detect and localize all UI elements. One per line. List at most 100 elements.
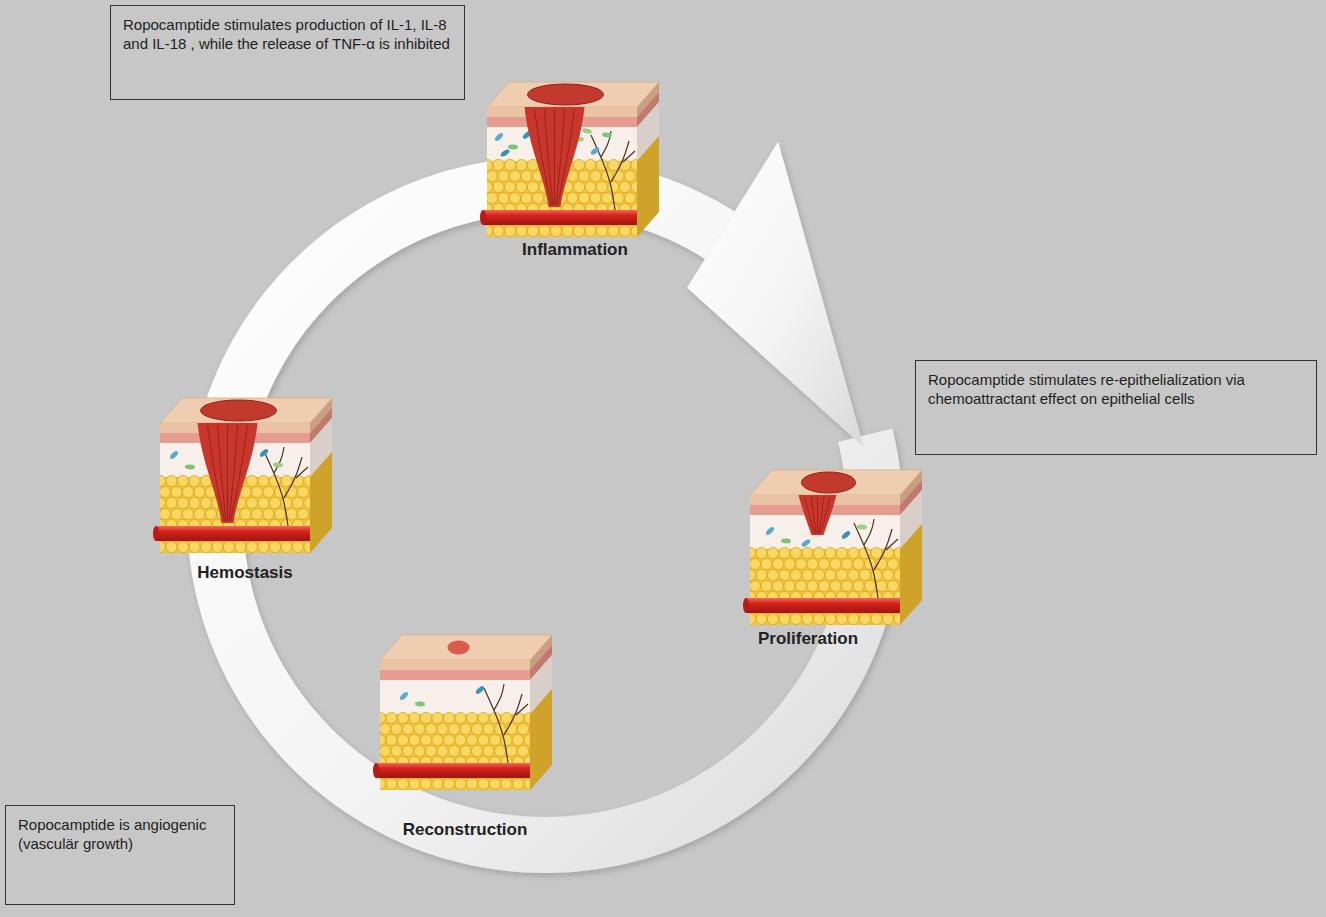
capillary bbox=[484, 688, 508, 763]
fat-cell bbox=[876, 580, 887, 591]
wound-fold bbox=[817, 497, 818, 533]
fat-cell bbox=[487, 181, 493, 192]
block-side bbox=[637, 136, 659, 237]
block-top bbox=[160, 398, 332, 423]
fat-cell bbox=[767, 569, 778, 580]
block-top bbox=[487, 82, 659, 107]
skin-block bbox=[743, 470, 922, 625]
fat-cell bbox=[483, 723, 494, 734]
fat-cell bbox=[848, 569, 859, 580]
fat-cell bbox=[235, 541, 246, 552]
fat-cell bbox=[899, 558, 900, 569]
wound-fold bbox=[227, 425, 228, 521]
fat-cell bbox=[487, 170, 498, 181]
capillary bbox=[611, 141, 629, 182]
fat-cell bbox=[578, 192, 589, 203]
fat-cell bbox=[489, 734, 500, 745]
fat-cell bbox=[596, 225, 607, 236]
fat-cell bbox=[512, 734, 523, 745]
cell bbox=[841, 530, 852, 540]
fat-cell bbox=[573, 181, 584, 192]
fat-cell bbox=[790, 613, 801, 624]
fat-cell bbox=[772, 580, 783, 591]
fat-cell bbox=[578, 170, 589, 181]
fat-cell bbox=[466, 778, 477, 789]
fat-cell bbox=[825, 569, 836, 580]
fat-cell bbox=[512, 778, 523, 789]
fat-cell bbox=[386, 734, 397, 745]
cell bbox=[259, 448, 270, 458]
cell bbox=[857, 524, 867, 530]
scab bbox=[528, 84, 604, 105]
fat-cell bbox=[882, 569, 893, 580]
fat-cell bbox=[790, 547, 801, 558]
fat-cell bbox=[292, 497, 303, 508]
fat-cell bbox=[529, 723, 530, 734]
fat-cell bbox=[756, 569, 767, 580]
fat-cell bbox=[631, 159, 637, 170]
wound-fold bbox=[558, 109, 575, 205]
fat-cell bbox=[887, 558, 898, 569]
fat-cell bbox=[432, 778, 443, 789]
fat-cell bbox=[516, 225, 527, 236]
fat-cell bbox=[409, 734, 420, 745]
vessel-end bbox=[153, 526, 159, 541]
fat-cell bbox=[487, 192, 498, 203]
wound-fold bbox=[535, 109, 552, 205]
fat-cell bbox=[585, 181, 596, 192]
fat-cell bbox=[189, 541, 200, 552]
fat-cell bbox=[171, 508, 182, 519]
fat-cell bbox=[437, 745, 448, 756]
skin-block bbox=[153, 398, 332, 553]
fat-cell bbox=[772, 558, 783, 569]
fat-cell bbox=[171, 486, 182, 497]
fat-cell bbox=[460, 723, 471, 734]
scab bbox=[802, 472, 856, 493]
fat-cell bbox=[166, 497, 177, 508]
wound bbox=[799, 495, 837, 535]
fat-cell bbox=[258, 497, 269, 508]
fat-cell bbox=[160, 475, 166, 486]
fat-cell bbox=[309, 486, 310, 497]
fat-cell bbox=[790, 569, 801, 580]
fat-cell bbox=[585, 225, 596, 236]
callout-box: Ropocamptide stimulates production of IL… bbox=[110, 5, 465, 100]
fat-cell bbox=[848, 613, 859, 624]
fat-cell bbox=[532, 192, 543, 203]
fat-cell bbox=[205, 508, 216, 519]
fat-cell bbox=[309, 508, 310, 519]
capillary bbox=[264, 451, 288, 526]
fat-cell bbox=[246, 541, 257, 552]
fat-cell bbox=[177, 497, 188, 508]
block-layer bbox=[380, 714, 530, 790]
fat-cell bbox=[177, 475, 188, 486]
fat-cell bbox=[590, 192, 601, 203]
fat-cell bbox=[487, 159, 493, 170]
fat-cell bbox=[489, 778, 500, 789]
fat-cell bbox=[529, 745, 530, 756]
fat-cell bbox=[471, 745, 482, 756]
capillary bbox=[864, 519, 874, 545]
capillary bbox=[296, 467, 308, 478]
fat-cell bbox=[493, 159, 504, 170]
fat-cell bbox=[380, 712, 386, 723]
fat-cell bbox=[263, 486, 274, 497]
fat-cell bbox=[871, 613, 882, 624]
capillary bbox=[504, 694, 522, 735]
fat-cell bbox=[297, 486, 308, 497]
fat-cell bbox=[304, 497, 310, 508]
fat-cell bbox=[200, 541, 211, 552]
fat-cell bbox=[420, 712, 431, 723]
fat-cell bbox=[478, 734, 489, 745]
fat-cell bbox=[550, 225, 561, 236]
fat-cell bbox=[504, 159, 515, 170]
callout-text: Ropocamptide is angiogenic (vasculär gro… bbox=[18, 815, 222, 853]
wound bbox=[198, 423, 258, 523]
fat-cell bbox=[437, 723, 448, 734]
cell bbox=[582, 127, 593, 134]
blood-vessel bbox=[746, 598, 900, 613]
healed-spot bbox=[448, 641, 470, 655]
fat-cell bbox=[414, 745, 425, 756]
fat-cell bbox=[750, 613, 756, 624]
fat-cell bbox=[825, 547, 836, 558]
